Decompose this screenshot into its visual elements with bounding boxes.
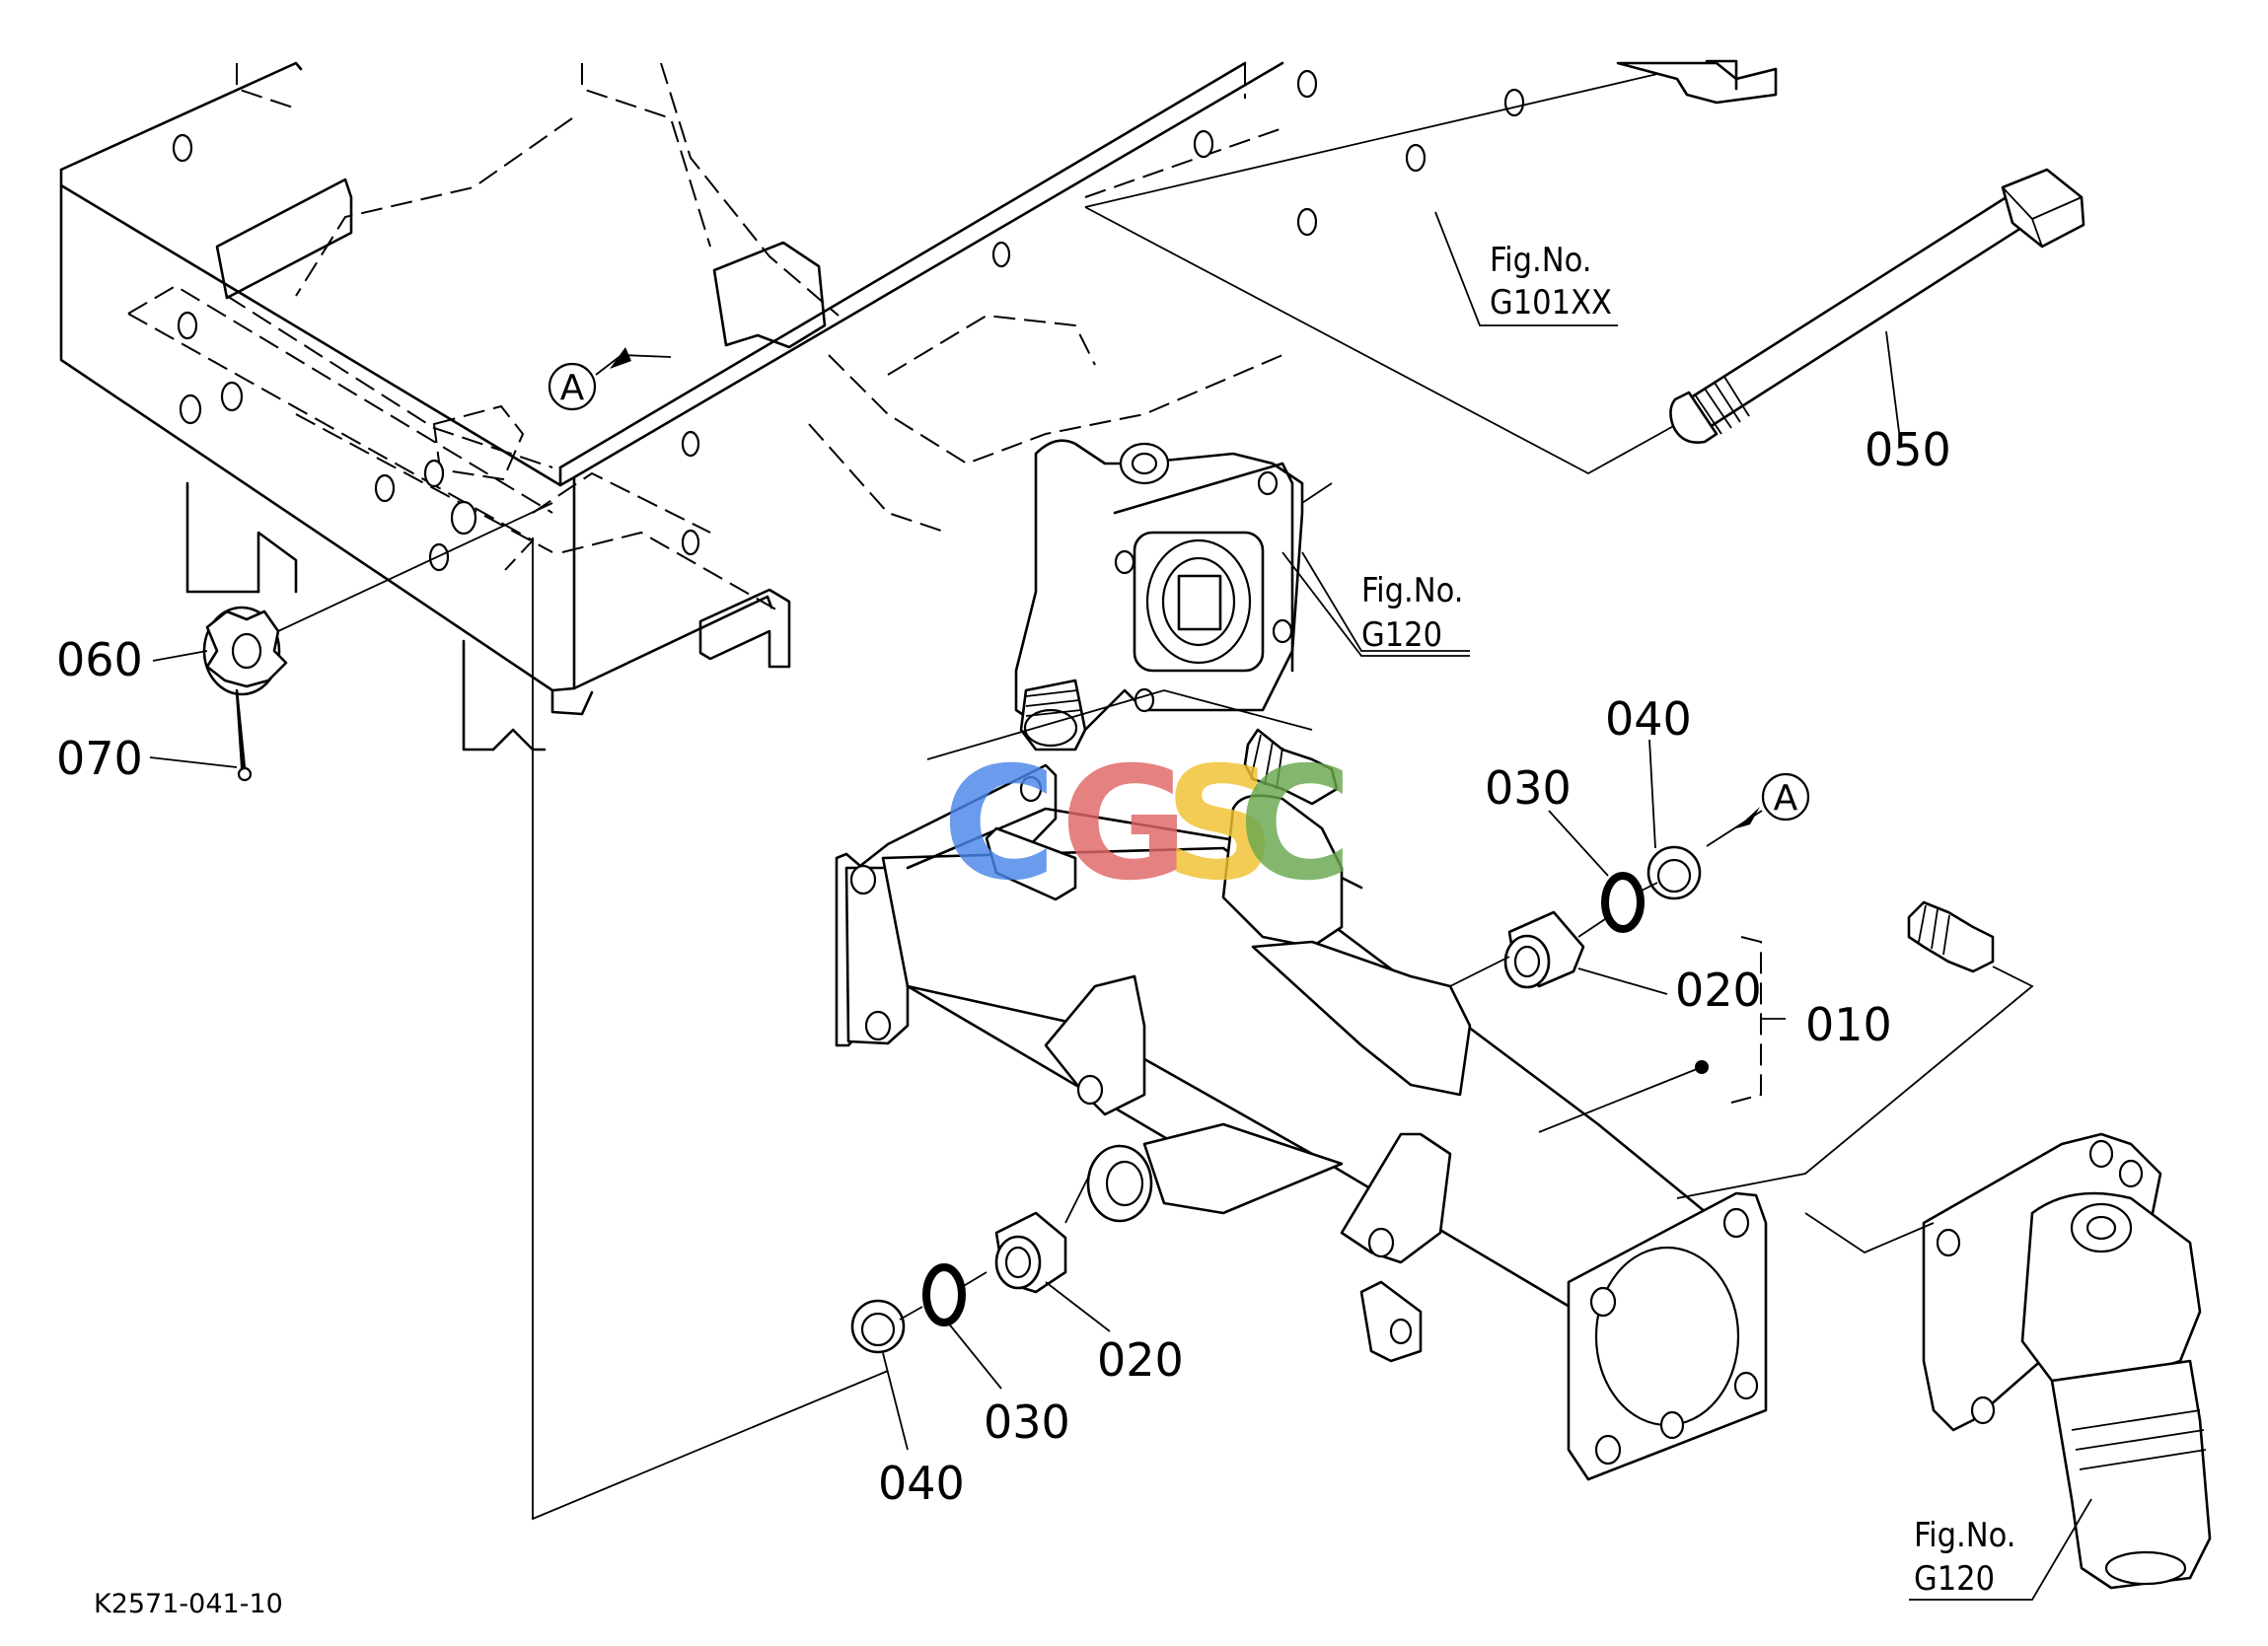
watermark-letter-1: C [942,734,1057,915]
right-fitting [1676,900,2034,1199]
fig-ref-g101xx: Fig.No. G101XX [1434,211,1618,326]
upper-seal-axis [1449,882,1658,987]
front-frame [59,59,1778,1521]
washer-040-lower [850,1299,906,1354]
castle-nut-060 [202,502,553,696]
lower-seal-axis [899,1173,1091,1321]
watermark-letter-4: C [1238,734,1353,915]
drawing-code: K2571-041-10 [94,1589,283,1619]
watermark-letter-2: G [1061,734,1189,915]
collar-020-upper [1503,910,1585,989]
fig-ref-g101xx-value: G101XX [1490,283,1612,322]
lower-cover-g120 [1804,1132,2212,1590]
main-housing-010 [835,763,1786,1481]
callout-040-upper: 040 [1605,692,1692,746]
pin-050 [1669,168,2085,444]
callouts: 060 070 050 040 030 020 010 020 030 040 [56,330,1951,1510]
fig-ref-g120-upper-value: G120 [1361,615,1442,655]
fig-ref-g120-lower: Fig.No. G120 [1909,1498,2092,1601]
collar-020-lower [994,1211,1067,1294]
oring-030-upper [1601,872,1645,933]
washer-040-upper [1646,845,1702,900]
upper-fitting [926,689,1339,806]
callout-060: 060 [56,633,143,686]
callout-010: 010 [1805,998,1892,1051]
fig-ref-g120-upper: Fig.No. G120 [1281,551,1470,657]
oring-030-lower [922,1263,966,1326]
fig-ref-g120-lower-value: G120 [1914,1559,1995,1599]
callout-030-upper: 030 [1485,761,1572,815]
watermark-letter-3: S [1164,734,1277,915]
callout-070: 070 [56,732,143,785]
callout-030-lower: 030 [984,1396,1070,1449]
marker-a-frame-text: A [560,368,585,408]
callout-040-lower: 040 [878,1457,965,1510]
watermark-cgsc: C G S C [942,734,1353,915]
callout-020-lower: 020 [1097,1333,1184,1387]
upper-cover-g120 [1014,439,1470,751]
fig-ref-g101xx-label: Fig.No. [1490,241,1591,280]
fig-ref-g120-upper-label: Fig.No. [1361,571,1463,610]
fig-ref-g120-lower-label: Fig.No. [1914,1516,2015,1555]
cotter-pin-070 [235,688,253,782]
callout-020-upper: 020 [1675,964,1762,1017]
marker-a-housing: A [1706,772,1810,847]
marker-a-housing-text: A [1774,778,1798,819]
callout-050: 050 [1865,423,1951,476]
marker-a-frame: A [548,347,672,411]
